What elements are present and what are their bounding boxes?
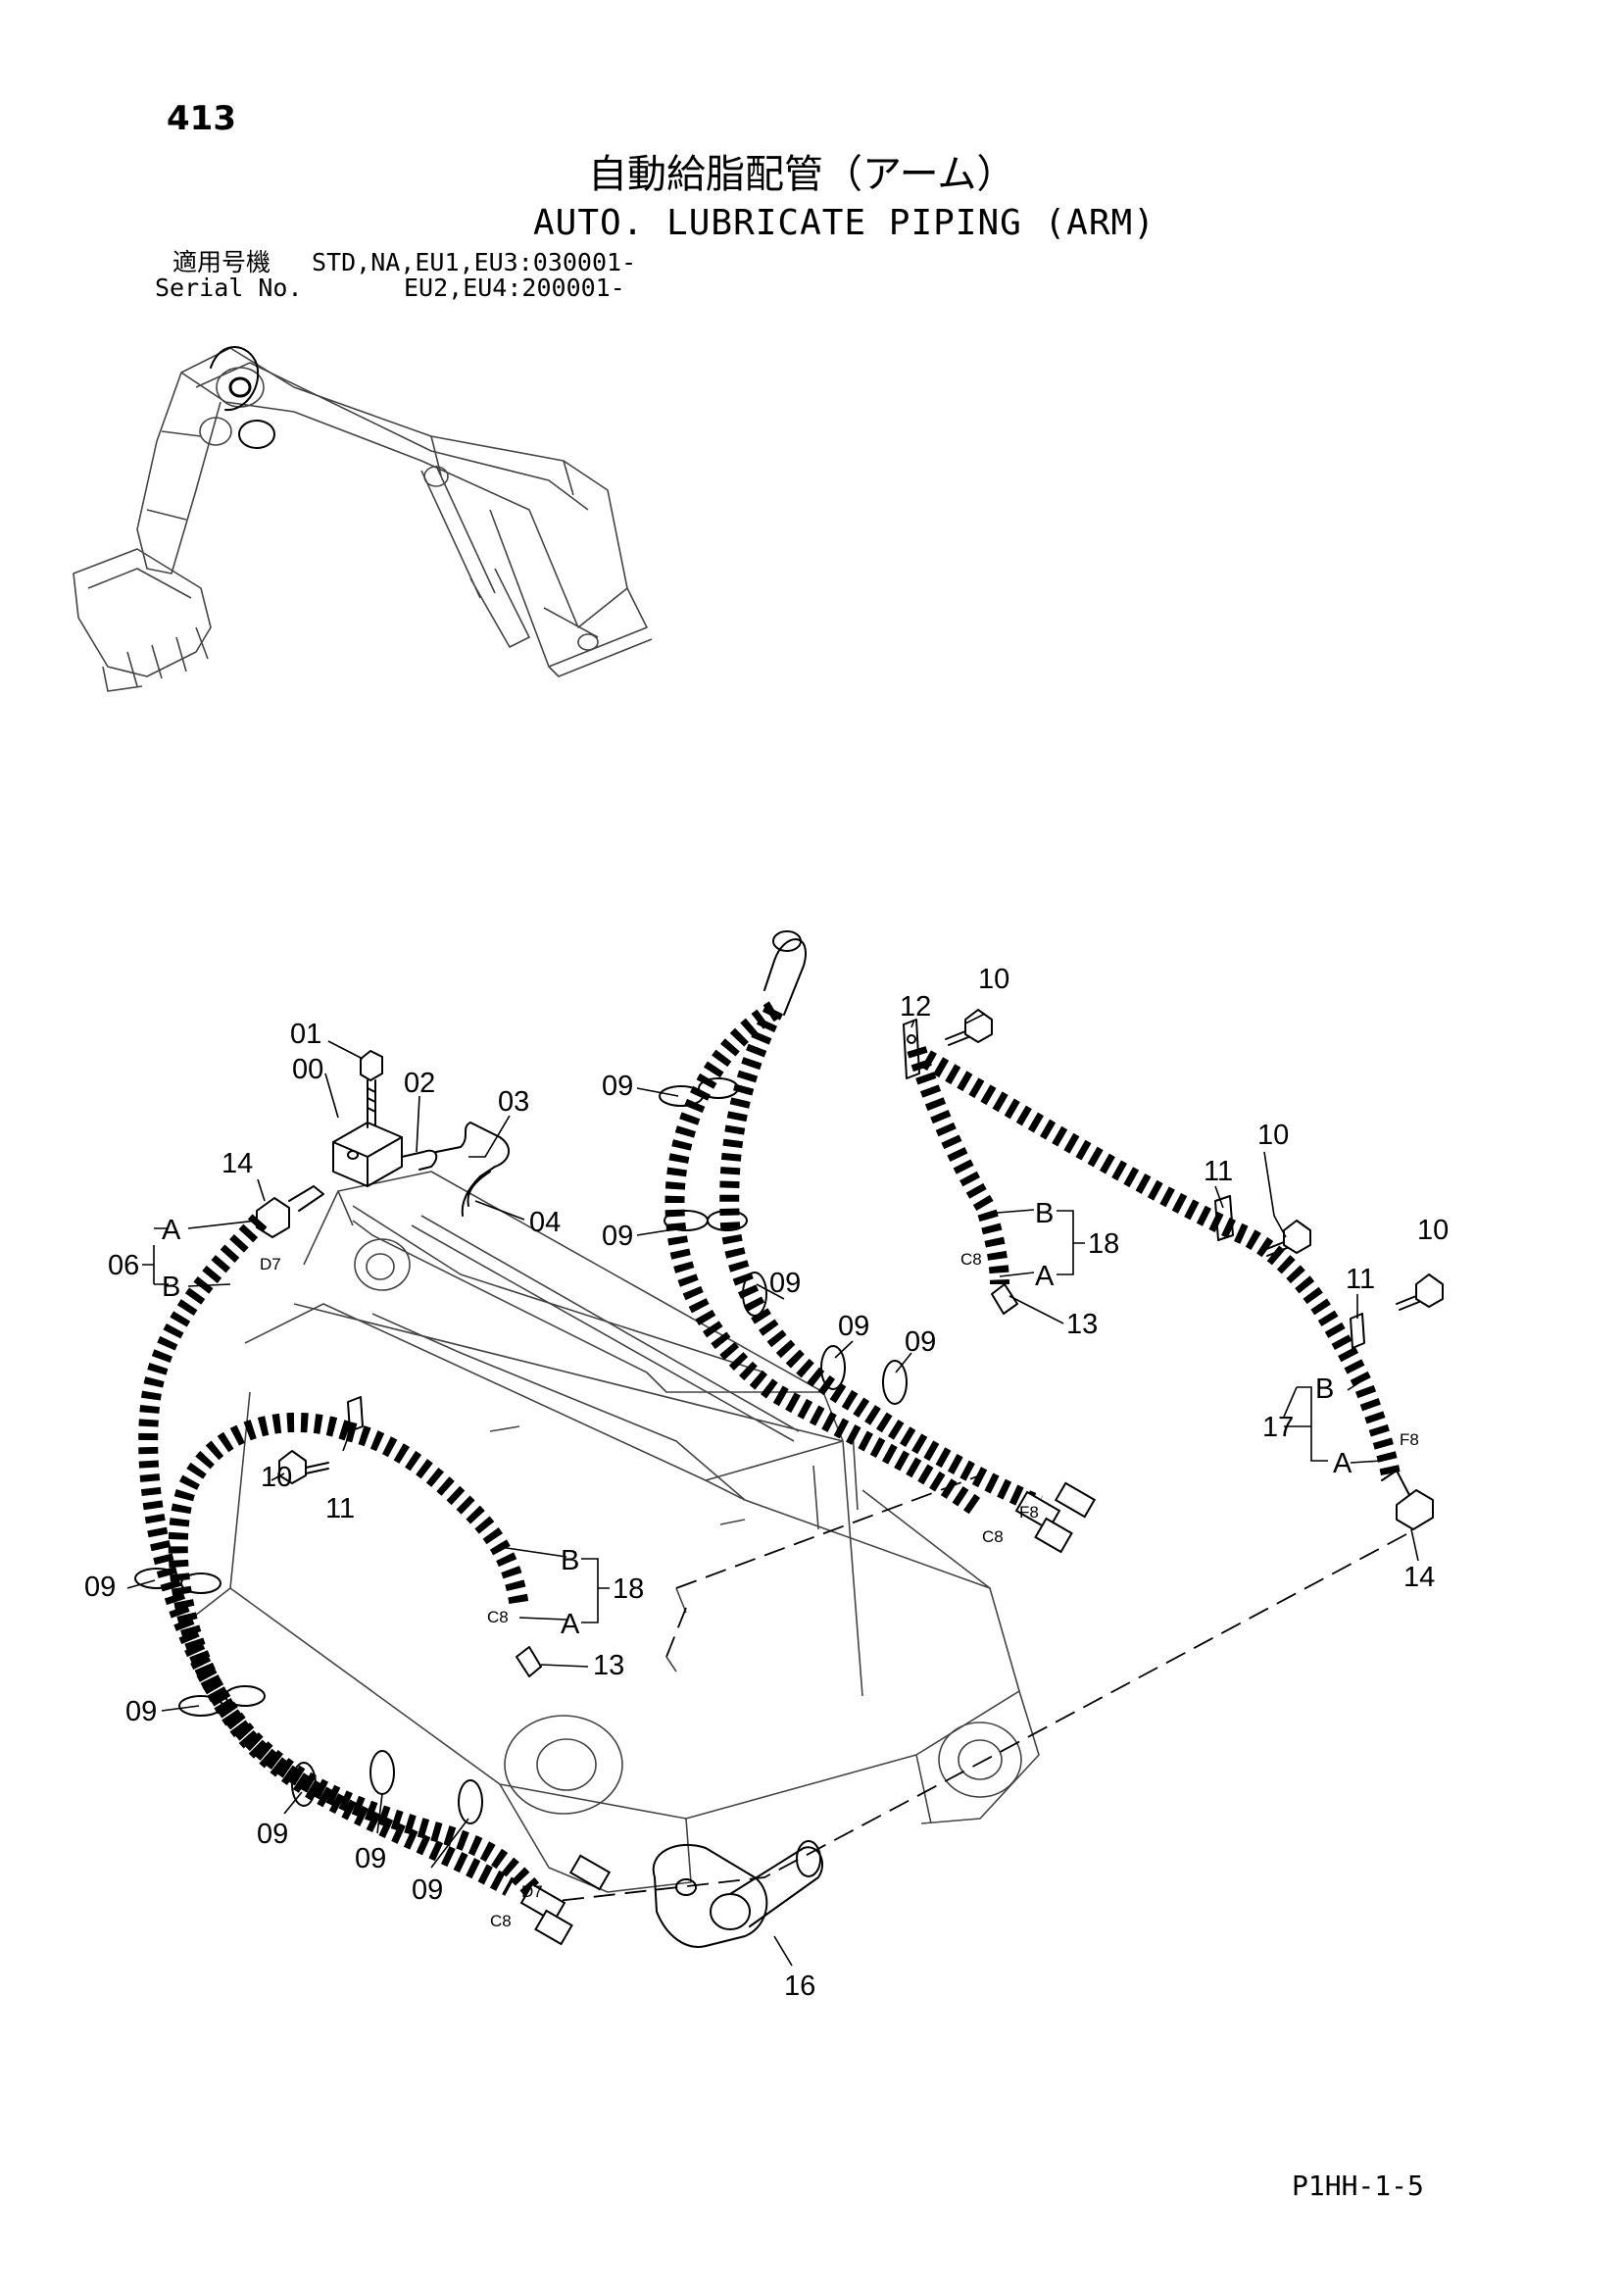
- callout-18-lower: 18: [613, 1573, 644, 1605]
- callout-09-c: 09: [769, 1268, 801, 1299]
- pin-16: [652, 1840, 823, 1948]
- arm-assembly-drawing: [185, 1171, 1040, 1893]
- pin-centreline: [548, 1533, 1407, 1903]
- callout-09-g: 09: [125, 1696, 157, 1727]
- callout-10-c: 10: [1417, 1215, 1449, 1246]
- callout-11-c: 11: [325, 1493, 355, 1524]
- callout-09-a: 09: [602, 1071, 633, 1102]
- size-code-c8-mid: C8: [982, 1527, 1004, 1546]
- size-code-f8-right: F8: [1400, 1430, 1419, 1449]
- connector-13: [516, 1283, 1018, 1677]
- serial-range-1: STD,NA,EU1,EU3:030001-: [312, 248, 637, 276]
- distributor-block: [332, 1122, 403, 1187]
- callout-11-a: 11: [1204, 1156, 1233, 1187]
- serial-label-japanese: 適用号機: [172, 248, 271, 276]
- callout-09-d: 09: [838, 1311, 869, 1342]
- callout-10-a: 10: [978, 964, 1009, 995]
- letter-b-18-upper: B: [1035, 1198, 1054, 1229]
- fitting-14-right: [1381, 1470, 1434, 1530]
- page-number: 413: [167, 99, 236, 138]
- size-code-d7-lower: D7: [521, 1882, 543, 1901]
- callout-09-e: 09: [905, 1326, 936, 1358]
- letter-a-17: A: [1333, 1448, 1352, 1479]
- fitting-14-left: [256, 1185, 324, 1238]
- callout-04: 04: [529, 1207, 561, 1238]
- letter-b-06: B: [162, 1272, 180, 1303]
- leader-lines: [126, 1013, 1419, 1967]
- letter-a-18-upper: A: [1035, 1261, 1055, 1292]
- serial-range-2: EU2,EU4:200001-: [404, 274, 625, 302]
- callout-01: 01: [290, 1019, 321, 1050]
- size-code-c8-upper: C8: [960, 1250, 982, 1269]
- callout-09-i: 09: [355, 1843, 386, 1874]
- drawing-code: P1HH-1-5: [1292, 2170, 1424, 2202]
- upper-hose-tip: [763, 930, 807, 1016]
- callout-13-lower: 13: [593, 1650, 624, 1681]
- callout-06: 06: [108, 1250, 139, 1281]
- callout-09-j: 09: [412, 1874, 443, 1906]
- callout-09-b: 09: [602, 1221, 633, 1252]
- letter-a-06: A: [162, 1215, 181, 1246]
- callout-10-b: 10: [1257, 1120, 1289, 1151]
- size-code-d7-upper: D7: [260, 1255, 281, 1273]
- size-code-c8-left: C8: [487, 1608, 509, 1626]
- callout-03: 03: [498, 1086, 529, 1118]
- callout-09-h: 09: [257, 1819, 288, 1850]
- arm-centreline: [665, 1474, 981, 1658]
- callout-00: 00: [292, 1054, 323, 1085]
- callout-16: 16: [784, 1971, 815, 2002]
- callout-12: 12: [900, 991, 931, 1023]
- size-code-c8-lower: C8: [490, 1912, 512, 1930]
- callout-11-b: 11: [1346, 1264, 1375, 1295]
- callout-labels: 01 00 02 03 04 14 06 09 09 09 09 09 09 0…: [84, 964, 1449, 2002]
- callout-18-upper: 18: [1088, 1228, 1119, 1260]
- bolt-01: [360, 1050, 383, 1128]
- tube-02-03-04: [401, 1122, 510, 1217]
- callout-09-f: 09: [84, 1572, 116, 1603]
- title-english: AUTO. LUBRICATE PIPING (ARM): [533, 203, 1156, 243]
- callout-02: 02: [404, 1068, 435, 1099]
- hose-clamps: [134, 1077, 908, 1824]
- serial-label-english: Serial No.: [155, 274, 303, 302]
- callout-13-upper: 13: [1066, 1309, 1098, 1340]
- callout-14-left: 14: [221, 1148, 253, 1179]
- callout-17: 17: [1262, 1412, 1294, 1443]
- letter-b-17: B: [1315, 1373, 1334, 1405]
- title-japanese: 自動給脂配管（アーム）: [588, 152, 1016, 197]
- excavator-overview-icon: [73, 346, 653, 692]
- letter-a-18-lower: A: [561, 1609, 580, 1640]
- hose-end-fittings: [519, 1481, 1097, 1946]
- callout-10-d: 10: [261, 1462, 292, 1493]
- callout-14-right: 14: [1403, 1562, 1435, 1593]
- letter-b-18-lower: B: [561, 1545, 579, 1576]
- size-code-f8-mid: F8: [1019, 1503, 1039, 1522]
